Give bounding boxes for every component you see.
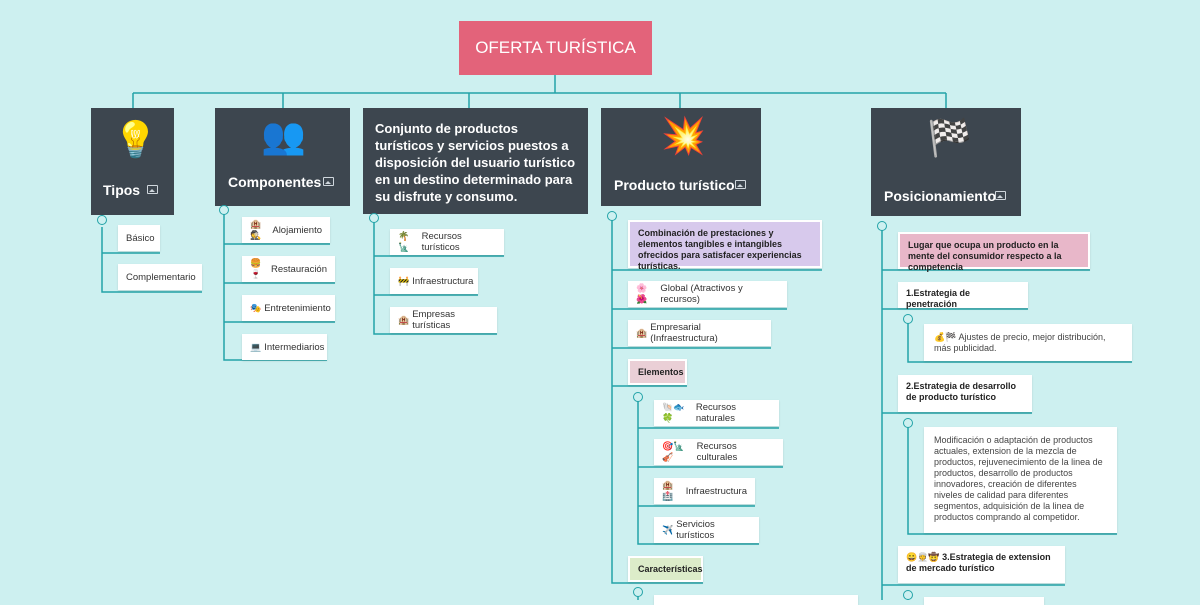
- estrategia3-collapse-knob[interactable]: [903, 590, 913, 600]
- tipos-item-label: Básico: [126, 232, 155, 244]
- elementos-item-culturales[interactable]: 🎯🗽🎻 Recursos culturales: [654, 439, 783, 465]
- componentes-title: Componentes: [228, 174, 322, 190]
- checkered-flag-icon: 🏁: [927, 117, 972, 158]
- caracteristicas-child-stub[interactable]: [654, 595, 858, 605]
- estrategia-penetracion-detail-text: Ajustes de precio, mejor distribución, m…: [934, 332, 1106, 353]
- palm-icon: 🌴🗽: [398, 231, 410, 252]
- producto-global[interactable]: 🌸🌺 Global (Atractivos y recursos): [628, 281, 787, 307]
- image-icon[interactable]: [323, 177, 334, 186]
- estrategia2-collapse-knob[interactable]: [903, 418, 913, 428]
- componentes-item-label: Intermediarios: [264, 341, 325, 353]
- componentes-item-label: Restauración: [271, 263, 327, 275]
- componentes-item-alojamiento[interactable]: 🏨🕵 Alojamiento: [242, 217, 330, 243]
- elementos-item-servicios[interactable]: ✈️ Servicios turísticos: [654, 517, 759, 543]
- conjunto-item-label: Infraestructura: [412, 275, 474, 287]
- estrategia-penetracion-label: 1.Estrategia de penetración: [906, 288, 971, 309]
- elementos-item-label: Recursos culturales: [696, 441, 738, 463]
- componentes-item-label: Alojamiento: [272, 224, 322, 236]
- conjunto-item-label: Empresas turísticas: [412, 309, 455, 331]
- producto-global-label: Global (Atractivos y recursos): [660, 283, 743, 305]
- hotel-icon: 🏨: [398, 314, 410, 325]
- producto-definition[interactable]: Combinación de prestaciones y elementos …: [628, 220, 822, 271]
- producto-node[interactable]: 💥 Producto turístico: [601, 108, 761, 206]
- componentes-item-restauracion[interactable]: 🍔🍷 Restauración: [242, 256, 335, 282]
- estrategia-desarrollo[interactable]: 2.Estrategia de desarrollo de producto t…: [898, 375, 1032, 412]
- caracteristicas-collapse-knob[interactable]: [633, 587, 643, 597]
- producto-title: Producto turístico: [614, 177, 735, 193]
- estrategia-desarrollo-label: 2.Estrategia de desarrollo de producto t…: [906, 381, 1017, 402]
- estrategia1-collapse-knob[interactable]: [903, 314, 913, 324]
- posicionamiento-node[interactable]: 🏁 Posicionamiento: [871, 108, 1021, 216]
- conjunto-collapse-knob[interactable]: [369, 213, 379, 223]
- theater-icon: 🎭: [250, 302, 262, 313]
- root-node[interactable]: OFERTA TURÍSTICA: [459, 21, 652, 75]
- hotel-icon: 🏨🕵: [250, 219, 262, 240]
- posicionamiento-definition-text: Lugar que ocupa un producto en la mente …: [908, 240, 1062, 272]
- image-icon[interactable]: [735, 180, 746, 189]
- conjunto-text: Conjunto de productos turísticos y servi…: [375, 121, 576, 204]
- conjunto-item-infraestructura[interactable]: 🚧 Infraestructura: [390, 268, 478, 294]
- producto-collapse-knob[interactable]: [607, 211, 617, 221]
- hotel-icon: 🏨: [636, 327, 648, 338]
- conjunto-item-empresas[interactable]: 🏨 Empresas turísticas: [390, 307, 497, 333]
- elementos-collapse-knob[interactable]: [633, 392, 643, 402]
- estrategia-penetracion[interactable]: 1.Estrategia de penetración: [898, 282, 1028, 309]
- estrategia-extension[interactable]: 😀👳🤠 3.Estrategia de extension de mercado…: [898, 546, 1065, 583]
- producto-caracteristicas-label: Características: [638, 564, 703, 574]
- tipos-item-label: Complementario: [126, 271, 196, 283]
- producto-empresarial[interactable]: 🏨 Empresarial (Infraestructura): [628, 320, 771, 346]
- elementos-item-naturales[interactable]: 🐚🐟🍀 Recursos naturales: [654, 400, 779, 426]
- tipos-node[interactable]: 💡 Tipos: [91, 108, 174, 215]
- componentes-collapse-knob[interactable]: [219, 205, 229, 215]
- elementos-item-label: Recursos naturales: [695, 402, 736, 424]
- lightbulb-icon: 💡: [113, 119, 158, 160]
- computer-icon: 💻: [250, 341, 262, 352]
- estrategia-penetracion-detail[interactable]: 💰🏁 Ajustes de precio, mejor distribución…: [924, 324, 1132, 361]
- producto-elementos-label: Elementos: [638, 367, 684, 377]
- estrategia-extension-label: 3.Estrategia de extension de mercado tur…: [906, 552, 1051, 573]
- culture-icon: 🎯🗽🎻: [662, 441, 685, 462]
- elementos-item-infraestructura[interactable]: 🏨🏥 Infraestructura: [654, 478, 755, 504]
- producto-empresarial-label: Empresarial (Infraestructura): [650, 322, 718, 344]
- tipos-collapse-knob[interactable]: [97, 215, 107, 225]
- conjunto-item-recursos[interactable]: 🌴🗽 Recursos turísticos: [390, 229, 504, 255]
- estrategia3-child-stub[interactable]: [924, 597, 1044, 605]
- flower-icon: 🌸🌺: [636, 283, 648, 304]
- nature-icon: 🐚🐟🍀: [662, 402, 685, 423]
- conjunto-node[interactable]: Conjunto de productos turísticos y servi…: [363, 108, 588, 214]
- construction-icon: 🚧: [398, 275, 410, 286]
- estrategia-desarrollo-detail-text: Modificación o adaptación de productos a…: [934, 435, 1103, 522]
- food-icon: 🍔🍷: [250, 258, 262, 279]
- tipos-title: Tipos: [103, 182, 141, 198]
- componentes-item-label: Entretenimiento: [264, 302, 331, 314]
- elementos-item-label: Servicios turísticos: [676, 519, 715, 541]
- posicionamiento-collapse-knob[interactable]: [877, 221, 887, 231]
- componentes-item-entretenimiento[interactable]: 🎭 Entretenimiento: [242, 295, 335, 321]
- people-icon: 👥: [261, 115, 306, 156]
- image-icon[interactable]: [995, 191, 1006, 200]
- people-icon: 😀👳🤠: [906, 552, 940, 562]
- elementos-item-label: Infraestructura: [685, 485, 747, 497]
- posicionamiento-title: Posicionamiento: [884, 188, 997, 204]
- producto-definition-text: Combinación de prestaciones y elementos …: [638, 228, 802, 271]
- estrategia-desarrollo-detail[interactable]: Modificación o adaptación de productos a…: [924, 427, 1117, 533]
- building-icon: 🏨🏥: [662, 480, 674, 501]
- image-icon[interactable]: [147, 185, 158, 194]
- money-icon: 💰🏁: [934, 332, 957, 342]
- tipos-item-basico[interactable]: Básico: [118, 225, 160, 251]
- root-title: OFERTA TURÍSTICA: [475, 38, 636, 57]
- tipos-item-complementario[interactable]: Complementario: [118, 264, 202, 290]
- producto-elementos[interactable]: Elementos: [628, 359, 687, 385]
- conjunto-item-label: Recursos turísticos: [421, 231, 462, 253]
- posicionamiento-definition[interactable]: Lugar que ocupa un producto en la mente …: [898, 232, 1090, 272]
- airplane-icon: ✈️: [662, 524, 674, 535]
- componentes-item-intermediarios[interactable]: 💻 Intermediarios: [242, 334, 327, 360]
- producto-caracteristicas[interactable]: Características: [628, 556, 703, 582]
- explosion-icon: 💥: [661, 115, 706, 156]
- componentes-node[interactable]: 👥 Componentes: [215, 108, 350, 206]
